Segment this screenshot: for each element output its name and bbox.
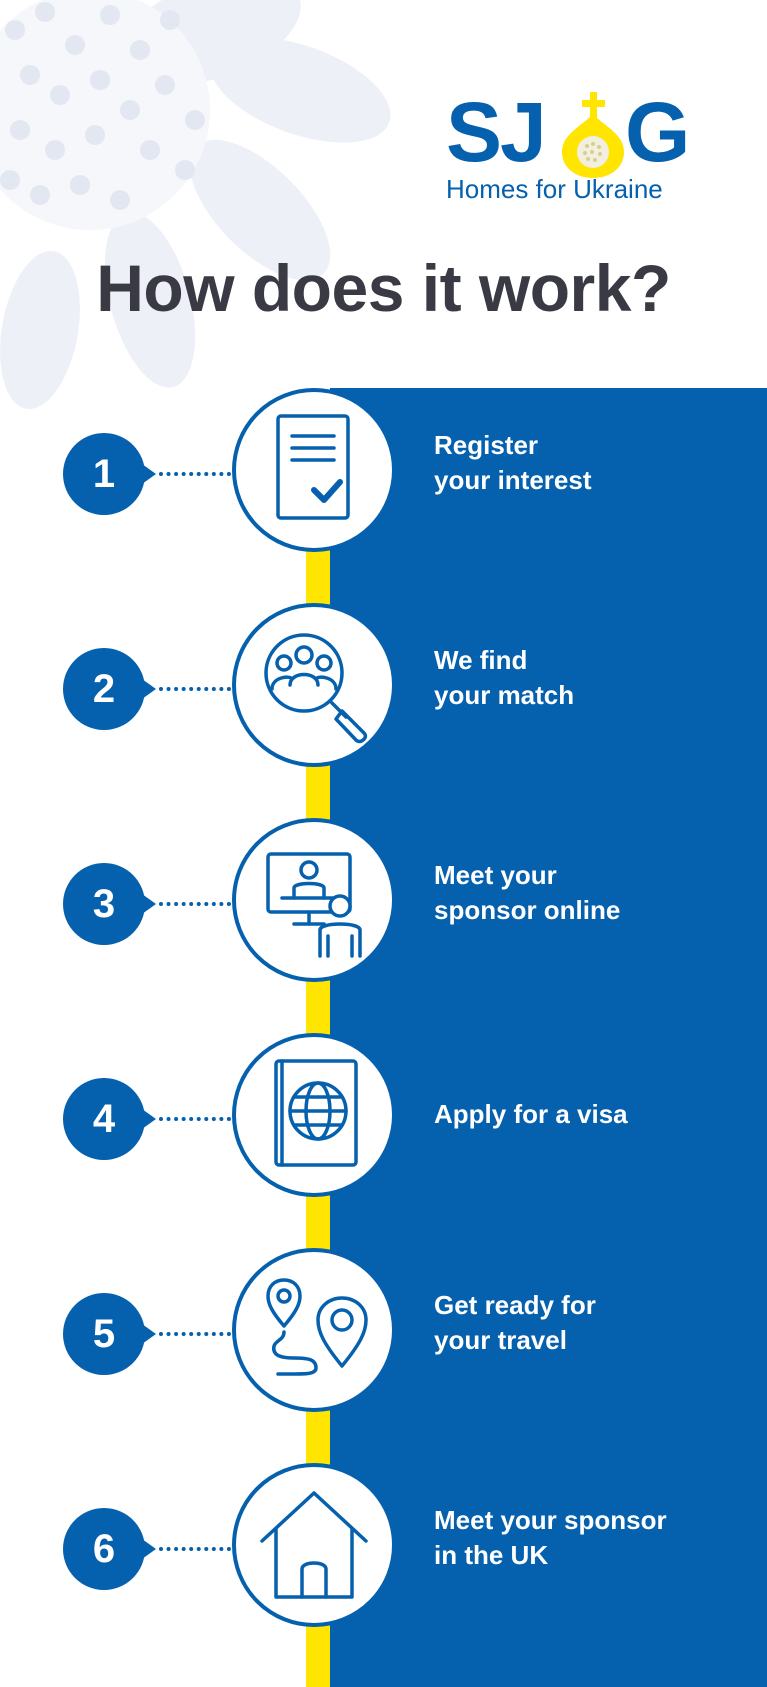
- step-label-line-2: in the UK: [434, 1540, 549, 1570]
- route-pins-icon: [266, 1278, 368, 1376]
- step-label: Meet your sponsor in the UK: [434, 1503, 754, 1573]
- people-search-icon: [264, 633, 368, 744]
- step-number-badge: 1: [63, 433, 156, 515]
- sunflower-o-icon: [562, 92, 624, 178]
- document-check-icon: [276, 414, 350, 520]
- step-label-line-2: your interest: [434, 465, 592, 495]
- logo-letter-g: G: [625, 85, 690, 179]
- step-label: Apply for a visa: [434, 1097, 754, 1132]
- video-call-icon: [266, 852, 362, 958]
- step-number-badge: 2: [63, 648, 156, 730]
- step-number-badge: 4: [63, 1078, 156, 1160]
- step-label-line-1: Register: [434, 430, 539, 460]
- step-label: We find your match: [434, 643, 754, 713]
- step-label: Register your interest: [434, 428, 754, 498]
- step-3: 3 Meet your sponsor online: [0, 818, 767, 990]
- step-number-badge: 5: [63, 1293, 156, 1375]
- page-title: How does it work?: [96, 251, 671, 325]
- step-number-badge: 3: [63, 863, 156, 945]
- step-number-badge: 6: [63, 1508, 156, 1590]
- logo-letters-sj: SJ: [446, 85, 547, 179]
- step-label-line-1: We find: [434, 645, 528, 675]
- step-icon-circle: [232, 603, 396, 767]
- blue-panel: [330, 388, 767, 1687]
- step-label-line-1: Meet your sponsor: [434, 1505, 667, 1535]
- step-label: Get ready for your travel: [434, 1288, 754, 1358]
- sunflower-background-icon: [0, 0, 391, 410]
- step-5: 5 Get ready for your travel: [0, 1248, 767, 1420]
- dotted-connector: [159, 1332, 231, 1336]
- house-icon: [260, 1491, 368, 1599]
- logo-subtitle: Homes for Ukraine: [446, 174, 663, 204]
- step-icon-circle: [232, 1033, 396, 1197]
- dotted-connector: [159, 902, 231, 906]
- step-label-line-1: Meet your: [434, 860, 557, 890]
- dotted-connector: [159, 1117, 231, 1121]
- step-label-line-1: Apply for a visa: [434, 1099, 628, 1129]
- step-icon-circle: [232, 818, 396, 982]
- step-label-line-2: your travel: [434, 1325, 567, 1355]
- step-label: Meet your sponsor online: [434, 858, 754, 928]
- step-6: 6 Meet your sponsor in the UK: [0, 1463, 767, 1635]
- step-2: 2 We find your match: [0, 603, 767, 775]
- step-icon-circle: [232, 1463, 396, 1627]
- step-label-line-1: Get ready for: [434, 1290, 596, 1320]
- step-label-line-2: your match: [434, 680, 575, 710]
- dotted-connector: [159, 687, 231, 691]
- step-icon-circle: [232, 388, 396, 552]
- step-label-line-2: sponsor online: [434, 895, 621, 925]
- step-icon-circle: [232, 1248, 396, 1412]
- passport-icon: [274, 1059, 358, 1167]
- dotted-connector: [159, 472, 231, 476]
- sjog-logo: SJ G Homes for Ukraine: [440, 44, 700, 204]
- dotted-connector: [159, 1547, 231, 1551]
- step-4: 4 Apply for a visa: [0, 1033, 767, 1205]
- step-1: 1 Register your interest: [0, 388, 767, 560]
